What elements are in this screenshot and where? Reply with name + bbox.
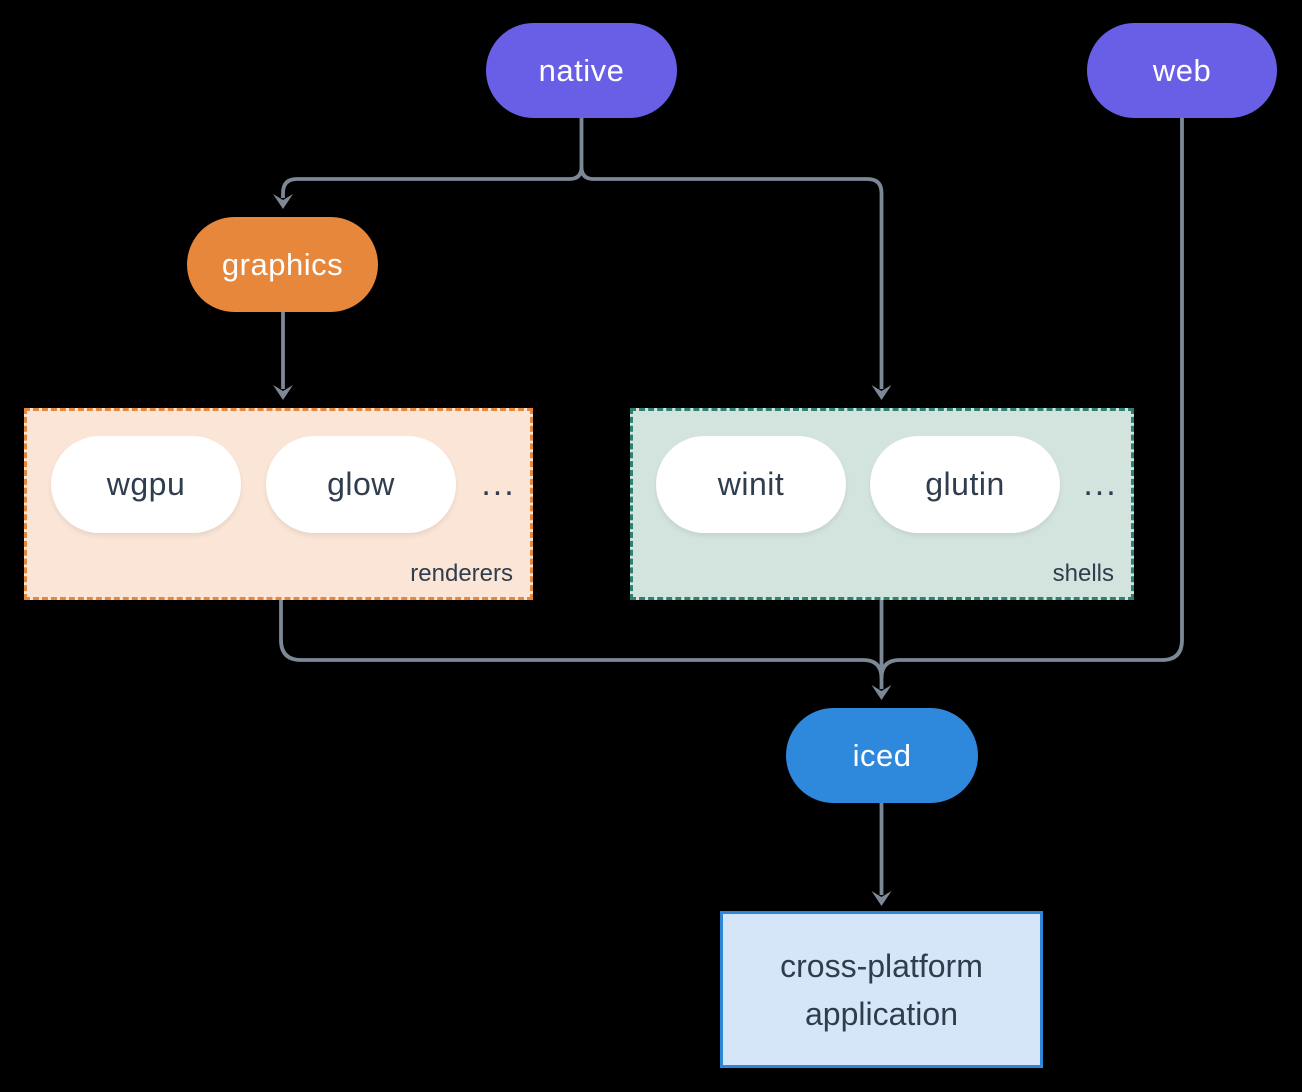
shells-label: shells: [1052, 560, 1114, 587]
arrowhead-into-application: [871, 891, 892, 906]
node-web: web: [1087, 23, 1277, 118]
edge-web-to-iced: [879, 118, 1184, 679]
renderers-ellipsis: ...: [481, 465, 516, 503]
node-winit: winit: [656, 436, 846, 533]
group-shells: winit glutin ... shells: [630, 408, 1134, 600]
arrowhead-into-renderers: [273, 385, 293, 400]
application-label-line1: cross-platform: [780, 947, 983, 984]
arrowhead-into-graphics: [273, 194, 293, 209]
application-label-line2: application: [805, 995, 958, 1032]
node-wgpu: wgpu: [51, 436, 241, 533]
node-graphics: graphics: [187, 217, 378, 312]
node-glutin: glutin: [870, 436, 1060, 533]
group-renderers: wgpu glow ... renderers: [24, 408, 533, 600]
edge-native-to-shells: [579, 166, 884, 389]
node-native: native: [486, 23, 677, 118]
edge-renderers-to-iced: [279, 600, 884, 679]
node-cross-platform-application: cross-platform application: [720, 911, 1043, 1068]
arrowhead-into-shells: [871, 385, 892, 400]
edge-native-to-graphics: [281, 118, 584, 198]
node-glow: glow: [266, 436, 456, 533]
node-iced: iced: [786, 708, 978, 803]
shells-ellipsis: ...: [1083, 465, 1118, 503]
arrowhead-into-iced: [871, 685, 892, 700]
renderers-label: renderers: [410, 560, 513, 587]
